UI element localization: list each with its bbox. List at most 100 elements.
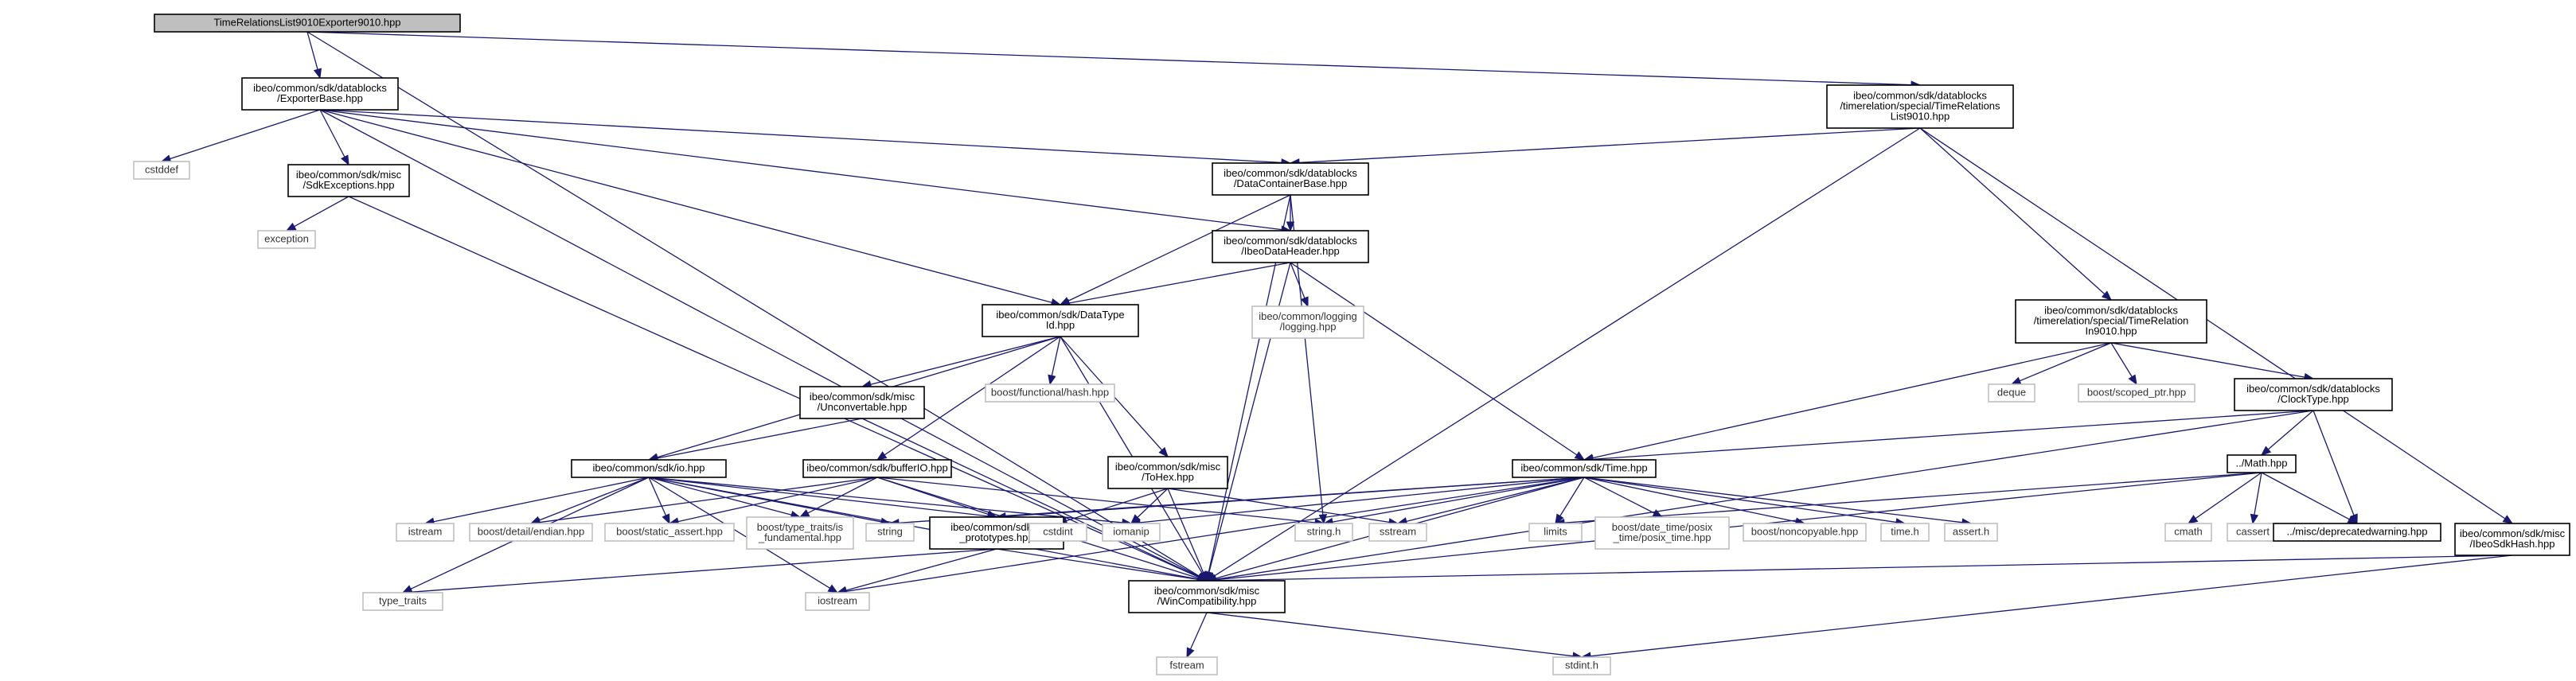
node-box — [1212, 162, 1369, 196]
edge-exporterbase-to-sdkexceptions — [319, 109, 349, 166]
node-root[interactable]: TimeRelationsList9010Exporter9010.hpp — [154, 14, 461, 33]
edge-line — [2261, 472, 2350, 520]
edge-line — [845, 477, 1585, 592]
node-label: /ExporterBase.hpp — [277, 92, 363, 104]
node-label: ibeo/common/sdk/misc — [1115, 461, 1221, 473]
node-box — [1294, 523, 1353, 542]
node-label: /WinCompatibility.hpp — [1157, 595, 1257, 607]
node-label: ibeo/common/sdk/DataType — [996, 309, 1124, 321]
edge-line — [2313, 410, 2355, 516]
node-unconvertable[interactable]: ibeo/common/sdk/misc/Unconvertable.hpp — [799, 386, 925, 419]
edge-arrowhead — [2101, 290, 2112, 301]
node-box — [1743, 523, 1867, 542]
node-datacontainerbase[interactable]: ibeo/common/sdk/datablocks/DataContainer… — [1212, 162, 1369, 196]
node-ibeosdkhash[interactable]: ibeo/common/sdk/misc/IbeoSdkHash.hpp — [2454, 523, 2570, 556]
edge-arrowhead — [1048, 374, 1056, 386]
node-box — [2227, 454, 2297, 473]
node-label: cassert — [2236, 526, 2270, 538]
edge-line — [319, 109, 345, 158]
edge-ibeodataheader-to-timehpp — [1290, 262, 1586, 461]
node-deprecatedwarning[interactable]: ../misc/deprecatedwarning.hpp — [2273, 523, 2441, 542]
node-label: /timerelation/special/TimeRelation — [2034, 315, 2189, 327]
node-wincompat[interactable]: ibeo/common/sdk/misc/WinCompatibility.hp… — [1128, 580, 1286, 613]
edge-mathhpp-to-deprecatedwarning — [2261, 472, 2359, 524]
edge-line — [319, 109, 1200, 578]
node-exporterbase[interactable]: ibeo/common/sdk/datablocks/ExporterBase.… — [241, 77, 399, 111]
edge-line — [1137, 488, 1169, 518]
node-label: /timerelation/special/TimeRelations — [1840, 100, 2000, 112]
edge-wincompat-to-fstream — [1186, 612, 1208, 659]
edge-ibeodataheader-to-datatypeid — [1059, 262, 1291, 308]
node-label: ibeo/common/sdk/misc — [810, 391, 915, 403]
node-bufferio[interactable]: ibeo/common/sdk/bufferIO.hpp — [802, 459, 952, 478]
node-label: time.h — [1891, 526, 1918, 538]
node-label: ibeo/common/sdk/datablocks — [2246, 383, 2380, 395]
edge-line — [1290, 262, 1578, 456]
node-sdkexceptions[interactable]: ibeo/common/sdk/misc/SdkExceptions.hpp — [287, 164, 410, 197]
node-label: /IbeoSdkHash.hpp — [2470, 538, 2555, 550]
node-label: /logging.hpp — [1280, 321, 1337, 333]
node-istream: istream — [396, 523, 455, 542]
node-stdinth: stdint.h — [1552, 656, 1611, 675]
edge-line — [2019, 342, 2112, 382]
edge-line — [348, 196, 1200, 578]
node-box — [1212, 230, 1369, 263]
node-tohex[interactable]: ibeo/common/sdk/misc/ToHex.hpp — [1107, 456, 1228, 489]
node-label: sstream — [1380, 526, 1416, 538]
node-typetraits: type_traits — [362, 592, 443, 611]
node-trl9010[interactable]: ibeo/common/sdk/datablocks/timerelation/… — [1826, 84, 2014, 129]
edge-line — [2195, 472, 2262, 520]
edge-line — [1290, 262, 1306, 299]
node-box — [1102, 523, 1161, 542]
node-box — [133, 161, 190, 180]
edge-arrowhead — [2187, 515, 2199, 524]
node-clocktype[interactable]: ibeo/common/sdk/datablocks/ClockType.hpp — [2234, 378, 2393, 411]
node-logging: ibeo/common/logging/logging.hpp — [1251, 305, 1364, 339]
edge-ibeodataheader-to-logging — [1290, 262, 1309, 308]
node-iohpp[interactable]: ibeo/common/sdk/io.hpp — [571, 459, 727, 478]
node-box — [1880, 523, 1930, 542]
node-tr9010[interactable]: ibeo/common/sdk/datablocks/timerelation/… — [2015, 299, 2207, 344]
node-functionalhash: boost/functional/hash.hpp — [985, 383, 1115, 403]
node-box — [799, 386, 925, 419]
node-timehpp[interactable]: ibeo/common/sdk/Time.hpp — [1512, 459, 1657, 478]
edge-arrowhead — [1186, 647, 1195, 659]
node-label: /IbeoDataHeader.hpp — [1241, 245, 1340, 257]
node-label: ibeo/common/sdk/misc — [2460, 527, 2566, 539]
node-box — [1512, 459, 1657, 478]
node-box — [1944, 523, 1998, 542]
node-ibeodataheader[interactable]: ibeo/common/sdk/datablocks/IbeoDataHeade… — [1212, 230, 1369, 263]
node-fstream: fstream — [1156, 656, 1218, 675]
edge-arrowhead — [798, 509, 810, 518]
edge-line — [657, 418, 863, 459]
node-label: ../Math.hpp — [2235, 457, 2287, 469]
node-label: ibeo/common/sdk/datablocks — [1224, 167, 1357, 179]
edge-ibeosdkhash-to-wincompat — [1205, 555, 2513, 586]
node-box — [571, 459, 727, 478]
node-noncopyable: boost/noncopyable.hpp — [1743, 523, 1867, 542]
node-label: boost/date_time/posix — [1612, 521, 1713, 533]
node-box — [1251, 305, 1364, 339]
node-box — [2234, 378, 2393, 411]
edge-line — [1189, 612, 1208, 650]
edge-line — [1583, 477, 1897, 523]
node-box — [1028, 523, 1087, 542]
edge-unconvertable-to-iohpp — [647, 418, 863, 462]
node-mathhpp[interactable]: ../Math.hpp — [2227, 454, 2297, 473]
edge-line — [539, 477, 878, 523]
edge-line — [1215, 555, 2513, 582]
node-box — [1128, 580, 1286, 613]
edge-line — [861, 418, 1200, 578]
edge-line — [411, 548, 997, 593]
edge-timehpp-to-limits — [1555, 477, 1585, 525]
node-label: /ToHex.hpp — [1142, 471, 1194, 483]
node-box — [1826, 84, 2014, 129]
edge-root-to-exporterbase — [306, 31, 322, 80]
node-label: boost/functional/hash.hpp — [991, 387, 1109, 399]
node-iomanip: iomanip — [1102, 523, 1161, 542]
edge-iohpp-to-endian — [529, 477, 650, 524]
edge-arrowhead — [285, 222, 297, 232]
node-label: deque — [1997, 387, 2026, 399]
node-label: ibeo/common/sdk/misc — [296, 169, 402, 181]
